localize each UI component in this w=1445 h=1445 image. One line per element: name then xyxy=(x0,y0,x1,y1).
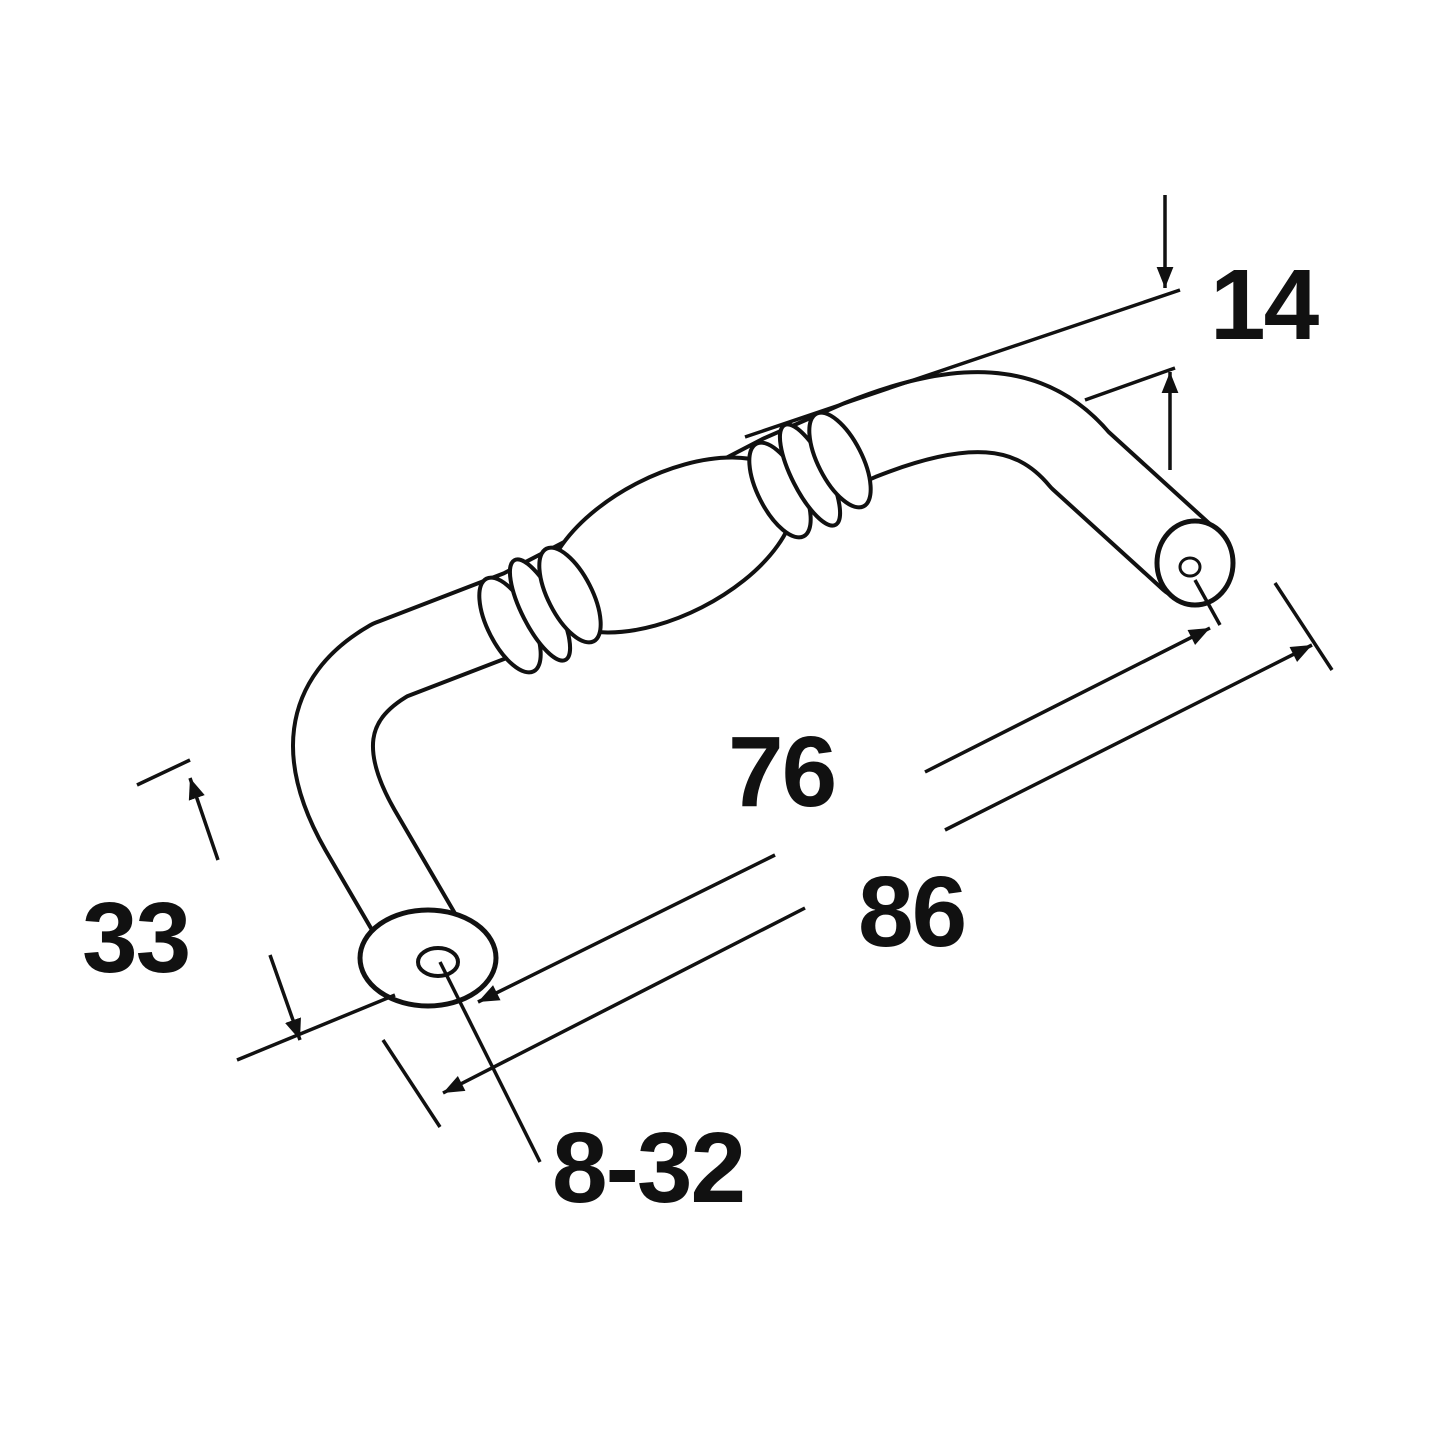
left-post-end xyxy=(357,907,499,1009)
dimension-lines xyxy=(136,195,1334,1163)
handle-rings xyxy=(477,410,873,675)
dimension-label-8-32: 8-32 xyxy=(552,1112,746,1224)
dimension-label-14: 14 xyxy=(1210,249,1319,361)
dimension-label-86: 86 xyxy=(858,856,967,968)
dimension-label-76: 76 xyxy=(728,716,837,828)
right-post-end xyxy=(1154,518,1236,608)
dimension-label-33: 33 xyxy=(82,882,191,994)
